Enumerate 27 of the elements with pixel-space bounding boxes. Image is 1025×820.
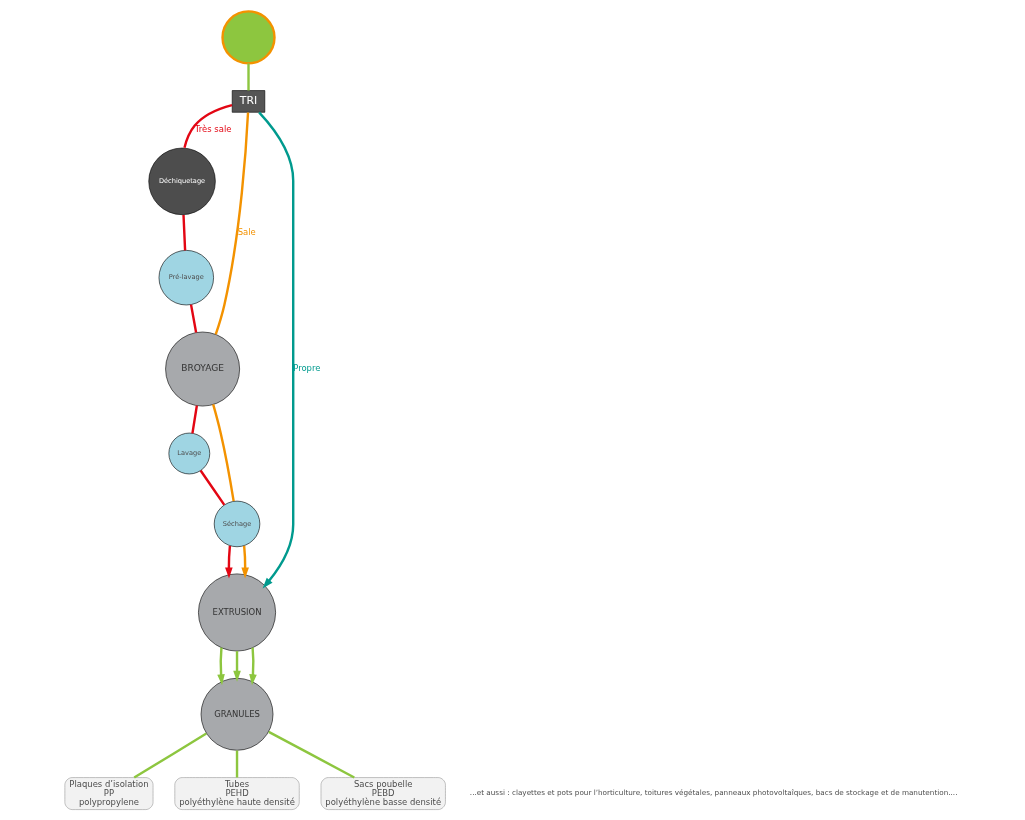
arrow xyxy=(249,647,257,685)
connector xyxy=(191,405,199,433)
connector xyxy=(212,403,235,501)
edge-label: Très sale xyxy=(194,123,232,134)
arrow xyxy=(241,545,249,578)
node-box: Plaques d’isolation PP polypropylene xyxy=(64,776,154,810)
arrow xyxy=(225,545,233,578)
edge-label: Sale xyxy=(237,226,256,237)
node-circle xyxy=(221,9,276,65)
arrow xyxy=(217,647,225,685)
connector xyxy=(133,732,207,779)
connector xyxy=(268,730,355,779)
edge-label: Propre xyxy=(293,362,321,373)
node-box: Tubes PEHD polyéthylène haute densité xyxy=(174,776,300,810)
connector xyxy=(214,111,250,335)
connector xyxy=(189,303,198,333)
connector xyxy=(182,214,187,250)
node-circle: GRANULES xyxy=(200,677,274,751)
node-circle: BROYAGE xyxy=(165,331,240,406)
arrow xyxy=(258,111,295,588)
connector xyxy=(199,469,226,506)
node-box: TRI xyxy=(231,89,266,113)
connector xyxy=(235,750,239,777)
node-box: Sacs poubelle PEBD polyéthylène basse densité xyxy=(320,776,446,810)
arrow xyxy=(233,650,241,682)
connector xyxy=(247,62,250,90)
connector xyxy=(183,103,233,148)
